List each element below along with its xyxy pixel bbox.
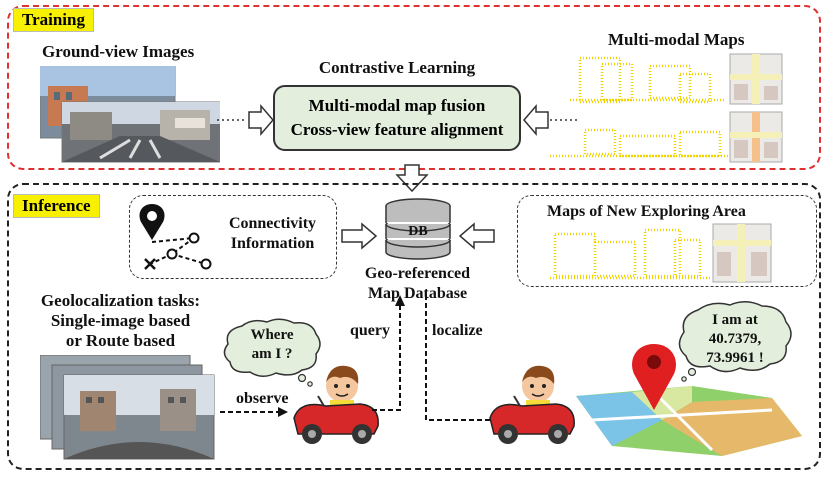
connectivity-line-1: Connectivity xyxy=(228,215,317,232)
location-map xyxy=(576,344,802,456)
fusion-line-1: Multi-modal map fusion xyxy=(308,96,486,115)
connectivity-label: Connectivity Information xyxy=(215,214,330,254)
where-line-1: Where xyxy=(250,327,294,343)
iam-line-3: 73.9961 ! xyxy=(706,350,764,366)
connectivity-graph-icon xyxy=(139,204,212,270)
ground-to-fusion-connector xyxy=(217,103,274,137)
where-line-2: am I ? xyxy=(251,346,293,362)
multi-modal-maps xyxy=(550,53,783,163)
tasks-line-3: or Route based xyxy=(65,331,176,350)
connectivity-line-2: Information xyxy=(230,235,315,252)
observe-label: observe xyxy=(236,390,289,407)
localize-label: localize xyxy=(432,322,483,339)
database-icon xyxy=(385,198,451,260)
new-area-maps xyxy=(550,223,772,283)
point-cloud-bottom xyxy=(550,128,730,158)
connectivity-to-db-arrow xyxy=(341,222,378,250)
new-area-box xyxy=(517,195,817,287)
where-bubble xyxy=(223,318,321,387)
observing-car xyxy=(293,365,379,444)
maps-title: Multi-modal Maps xyxy=(608,30,745,49)
location-bubble xyxy=(678,301,792,382)
iam-line-2: 40.7379, xyxy=(708,331,762,347)
contrastive-title: Contrastive Learning xyxy=(318,58,476,77)
tasks-line-2: Single-image based xyxy=(50,311,191,330)
tasks-label: Geolocalization tasks: Single-image base… xyxy=(33,291,208,351)
ground-view-title: Ground-view Images xyxy=(42,42,195,61)
iam-line-1: I am at xyxy=(712,312,758,328)
maps-to-fusion-connector xyxy=(523,103,580,137)
connectivity-box xyxy=(129,195,337,279)
query-label: query xyxy=(350,322,390,339)
inference-panel xyxy=(7,183,821,470)
observe-arrow xyxy=(220,407,288,417)
training-tag: Training xyxy=(13,8,94,32)
fusion-line-2: Cross-view feature alignment xyxy=(290,120,504,139)
tasks-line-1: Geolocalization tasks: xyxy=(40,291,201,310)
panorama-images xyxy=(40,355,215,460)
db-label: DB xyxy=(408,224,428,239)
database-label: Geo-referenced Map Database xyxy=(340,264,495,304)
fusion-box: Multi-modal map fusion Cross-view featur… xyxy=(273,85,521,151)
database-line-1: Geo-referenced xyxy=(364,265,471,282)
point-cloud-top xyxy=(570,56,725,104)
inference-tag: Inference xyxy=(13,194,100,218)
location-bubble-text: I am at 40.7379, 73.9961 ! xyxy=(682,311,788,368)
new-area-to-db-arrow xyxy=(458,222,495,250)
database-line-2: Map Database xyxy=(367,285,468,302)
localized-car xyxy=(489,365,575,444)
ground-view-images xyxy=(40,66,220,163)
where-bubble-text: Where am I ? xyxy=(232,326,312,364)
new-area-title: Maps of New Exploring Area xyxy=(547,203,746,220)
